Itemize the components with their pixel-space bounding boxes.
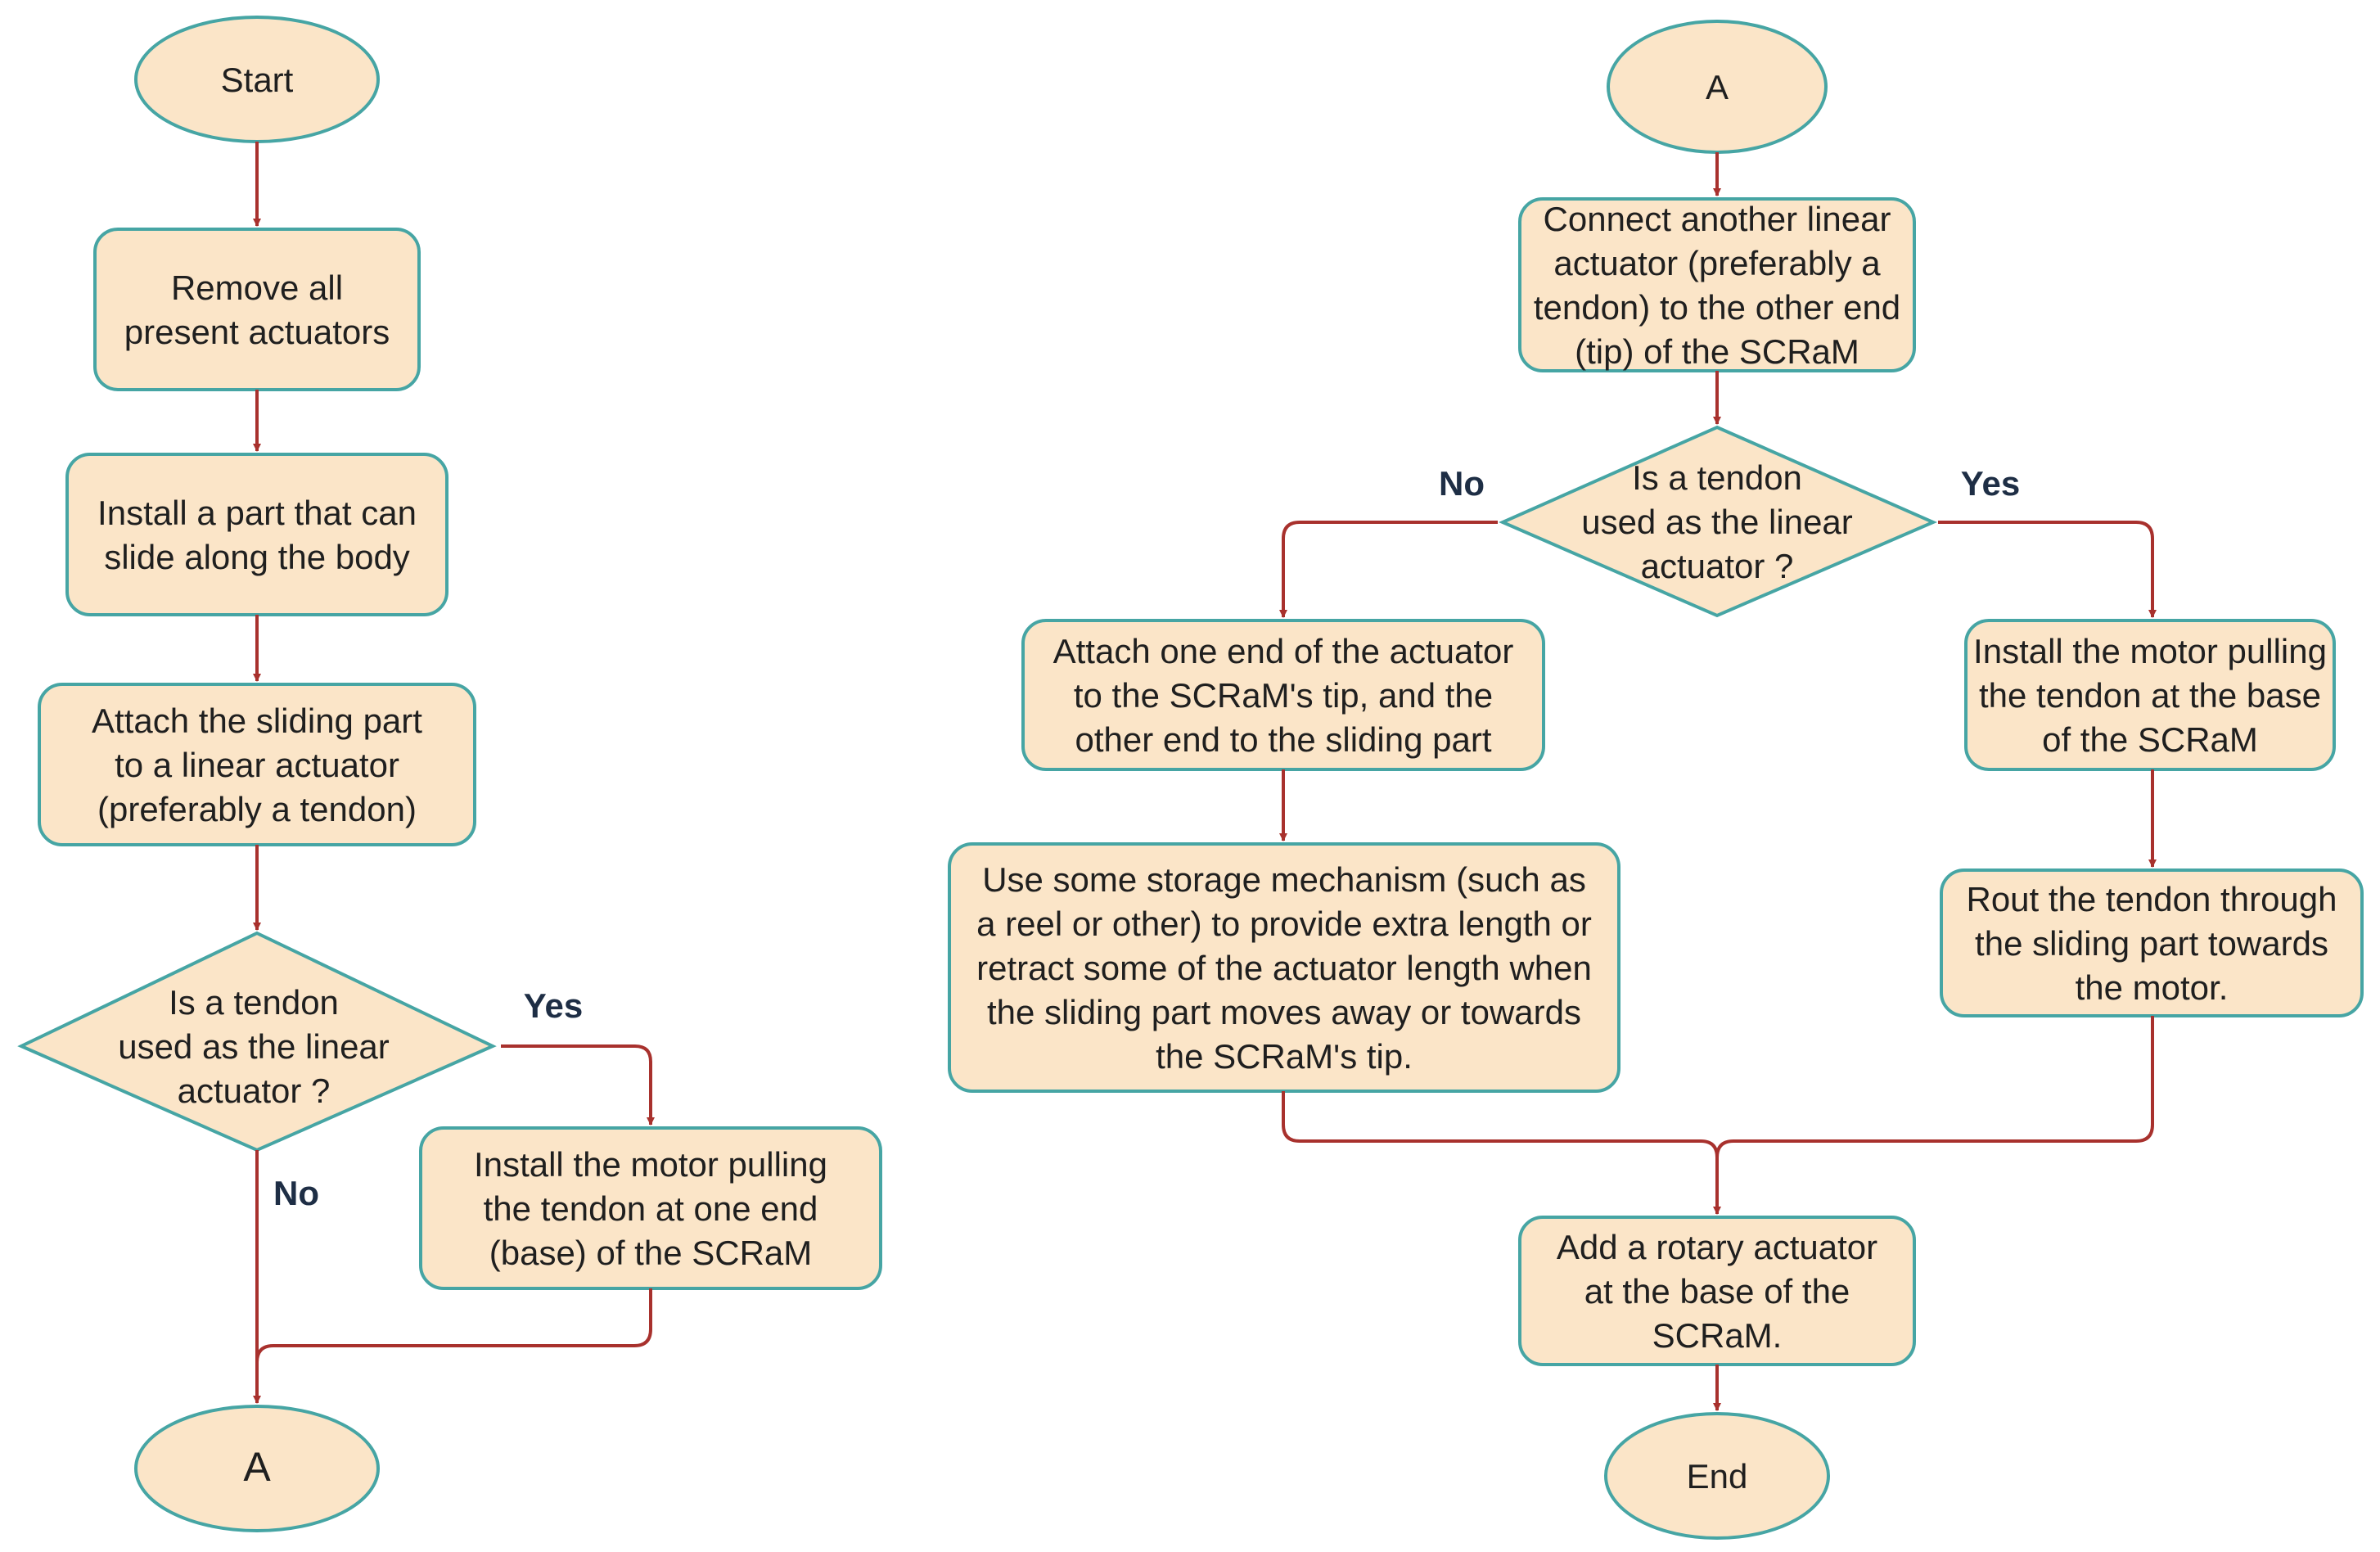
text-line: actuator ? <box>1641 547 1794 585</box>
text-line: the tendon at one end <box>484 1189 818 1228</box>
text-line: Attach one end of the actuator <box>1053 632 1514 670</box>
text-line: the SCRaM's tip. <box>1156 1037 1413 1076</box>
text-line: other end to the sliding part <box>1075 720 1491 759</box>
storage-mechanism-text: Use some storage mechanism (such as a ree… <box>976 860 1592 1076</box>
edge-rout-merge <box>1715 1016 2154 1158</box>
rout-tendon-text: Rout the tendon through the sliding part … <box>1966 880 2337 1007</box>
attach-end-text: Attach one end of the actuator to the SCR… <box>1053 632 1514 759</box>
right-connector-text: A <box>1706 68 1729 106</box>
left-connector-a <box>134 1405 380 1532</box>
text-line: (tip) of the SCRaM <box>1575 332 1859 371</box>
left-decision-text: Is a tendon used as the linear actuator ? <box>118 983 390 1110</box>
remove-actuators-text: Remove all present actuators <box>124 268 390 351</box>
text-line: SCRaM. <box>1652 1316 1783 1355</box>
start-text: Start <box>221 61 294 99</box>
text-line: Rout the tendon through <box>1966 880 2337 918</box>
text-line: Install the motor pulling <box>1973 632 2327 670</box>
text-line: to the SCRaM's tip, and the <box>1074 676 1493 715</box>
text-line: Connect another linear <box>1544 200 1891 238</box>
text-line: the motor. <box>2076 968 2229 1007</box>
end-terminal <box>1604 1412 1830 1540</box>
right-yes-label: Yes <box>1961 464 2020 503</box>
right-decision-text: Is a tendon used as the linear actuator ? <box>1581 458 1853 585</box>
edge-decision-yes-motor-base <box>1938 521 2157 618</box>
text-line: the sliding part moves away or towards <box>987 993 1581 1031</box>
text-line: a reel or other) to provide extra length… <box>976 905 1592 943</box>
install-motor-base-step <box>1964 619 2336 771</box>
edge-decision-yes-motor <box>501 1044 655 1126</box>
left-no-label: No <box>273 1174 319 1212</box>
right-no-label: No <box>1439 464 1485 503</box>
text-line: Install the motor pulling <box>474 1145 827 1184</box>
text-line: Install a part that can <box>97 494 417 532</box>
text-line: the sliding part towards <box>1975 924 2328 963</box>
text-line: tendon) to the other end <box>1534 288 1900 327</box>
install-motor-left-text: Install the motor pulling the tendon at o… <box>474 1145 827 1272</box>
text-line: retract some of the actuator length when <box>976 949 1592 987</box>
text-line: Attach the sliding part <box>92 702 422 740</box>
text-line: Add a rotary actuator <box>1557 1228 1877 1266</box>
text-line: Start <box>221 61 294 99</box>
install-part-step <box>65 453 449 616</box>
text-line: Is a tendon <box>1632 458 1802 497</box>
end-text: End <box>1687 1457 1748 1496</box>
text-line: used as the linear <box>118 1027 390 1066</box>
edge-motor-merge <box>255 1288 652 1363</box>
text-line: slide along the body <box>104 538 410 576</box>
text-line: A <box>243 1444 271 1490</box>
text-line: End <box>1687 1457 1748 1496</box>
connect-another-text: Connect another linear actuator (preferab… <box>1534 200 1900 371</box>
install-part-text: Install a part that can slide along the b… <box>97 494 417 576</box>
edge-decision-no-attach <box>1279 521 1498 618</box>
attach-sliding-text: Attach the sliding part to a linear actua… <box>92 702 422 828</box>
remove-actuators-step <box>93 228 421 391</box>
text-line: to a linear actuator <box>115 746 399 784</box>
install-motor-base-text: Install the motor pulling the tendon at t… <box>1973 632 2327 759</box>
text-line: at the base of the <box>1584 1272 1850 1311</box>
edge-storage-merge <box>1282 1091 1719 1158</box>
text-line: actuator (preferably a <box>1553 244 1881 282</box>
text-line: Use some storage mechanism (such as <box>982 860 1586 899</box>
text-line: Remove all <box>171 268 343 307</box>
text-line: the tendon at the base <box>1979 676 2321 715</box>
text-line: present actuators <box>124 313 390 351</box>
right-decision-diamond <box>1499 425 1938 618</box>
text-line: used as the linear <box>1581 503 1853 541</box>
text-line: of the SCRaM <box>2042 720 2258 759</box>
left-connector-text: A <box>243 1444 271 1490</box>
text-line: Is a tendon <box>169 983 339 1022</box>
text-line: (base) of the SCRaM <box>489 1234 813 1272</box>
left-yes-label: Yes <box>524 986 583 1025</box>
text-line: (preferably a tendon) <box>97 790 417 828</box>
text-line: A <box>1706 68 1729 106</box>
text-line: actuator ? <box>178 1072 331 1110</box>
